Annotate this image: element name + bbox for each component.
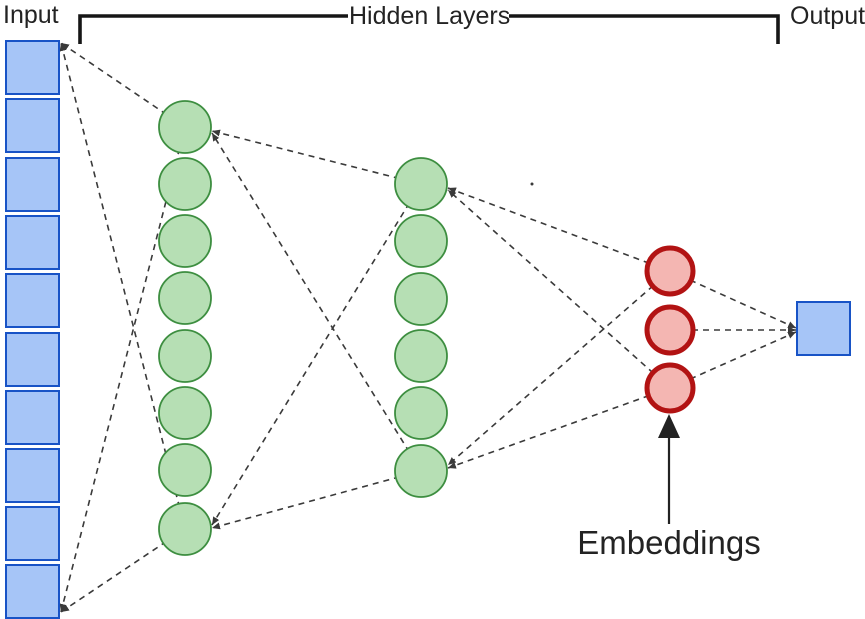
hidden-node — [158, 157, 212, 211]
input-node — [5, 215, 60, 270]
hidden-node — [394, 329, 448, 383]
hidden-node — [394, 214, 448, 268]
hidden-node — [158, 214, 212, 268]
input-node — [5, 332, 60, 387]
stray-dot — [530, 182, 534, 186]
hidden-node — [158, 100, 212, 154]
hidden-node — [158, 271, 212, 325]
connection-edge — [211, 129, 422, 185]
connection-edge — [447, 270, 671, 466]
input-node — [5, 40, 60, 95]
embeddings-arrowhead-icon — [658, 414, 680, 438]
connection-edge — [211, 183, 422, 526]
connection-edge — [447, 189, 671, 389]
hidden-node — [394, 157, 448, 211]
hidden-node — [158, 502, 212, 556]
embedding-node — [644, 304, 696, 356]
connection-edge — [447, 187, 671, 272]
hidden-node — [158, 386, 212, 440]
input-node — [5, 157, 60, 212]
input-node — [5, 564, 60, 619]
hidden-node — [394, 444, 448, 498]
connection-edge — [211, 470, 422, 530]
input-node — [5, 448, 60, 503]
connection-edge — [211, 132, 422, 472]
hidden-layers-label: Hidden Layers — [349, 2, 511, 30]
input-node — [5, 98, 60, 153]
input-node — [5, 273, 60, 328]
input-node — [5, 390, 60, 445]
embeddings-label: Embeddings — [577, 524, 761, 561]
hidden-node — [158, 443, 212, 497]
output-node — [796, 301, 851, 356]
hidden-node — [394, 386, 448, 440]
input-layer-label: Input — [3, 1, 59, 29]
embedding-node — [644, 245, 696, 297]
input-node — [5, 506, 60, 561]
connection-edge — [447, 387, 671, 469]
output-layer-label: Output — [790, 2, 865, 30]
hidden-node — [158, 329, 212, 383]
hidden-node — [394, 272, 448, 326]
hidden-layers-bracket — [78, 14, 780, 44]
embedding-node — [644, 362, 696, 414]
